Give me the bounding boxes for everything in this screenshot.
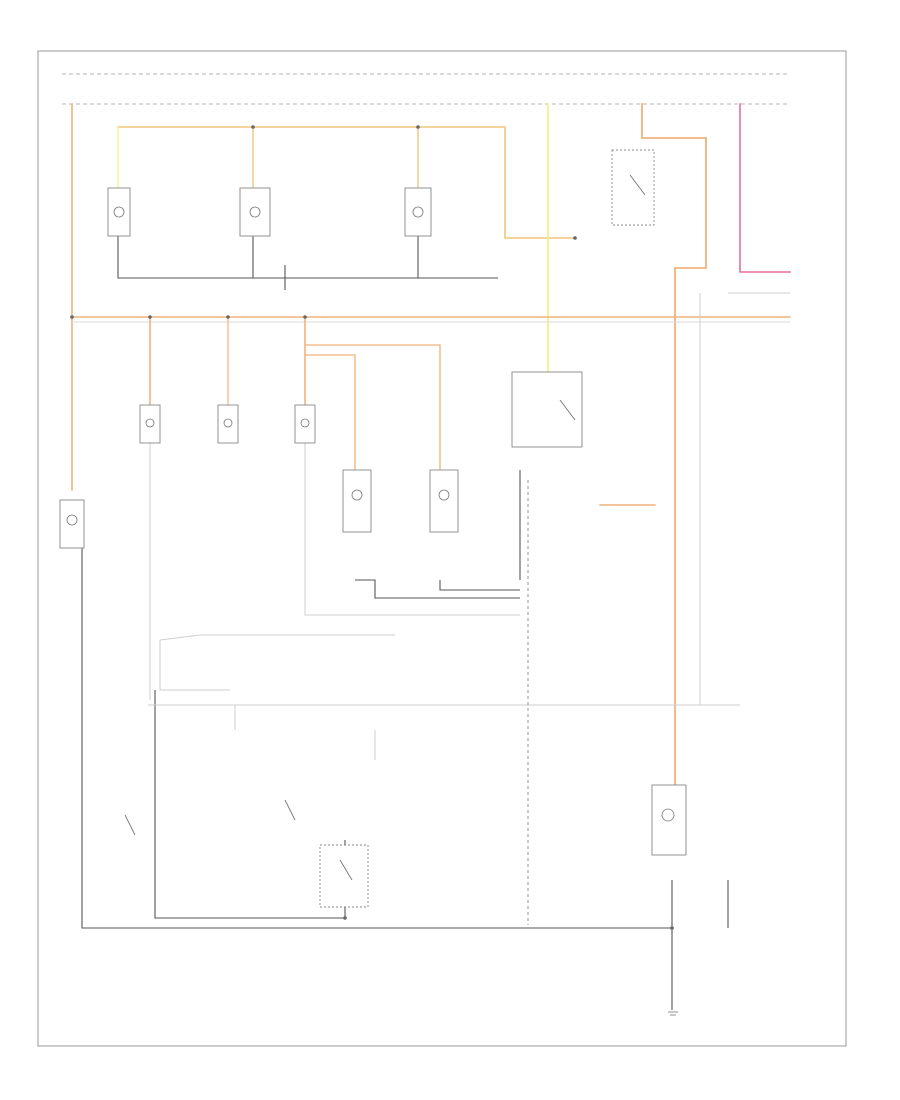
lamp-icon	[249, 206, 261, 218]
wire-drop-4	[304, 344, 441, 471]
lamp-mid-2	[217, 404, 239, 444]
lamp-lower-1	[342, 469, 372, 533]
wire-drop-5	[304, 354, 356, 471]
lamp-icon	[300, 418, 310, 428]
lamp-icon	[351, 489, 363, 501]
lamp-mid-3	[294, 404, 316, 444]
top-power-bus	[62, 73, 790, 105]
switch-upper-right	[611, 149, 655, 226]
control-module	[511, 371, 583, 448]
wire-shield-diagonal	[159, 634, 395, 641]
lamp-upper-left	[107, 187, 131, 237]
switch-bottom-1	[124, 814, 136, 836]
switch-icon	[284, 799, 296, 821]
lamp-icon	[66, 514, 78, 526]
switch-bottom-2	[284, 799, 296, 821]
lamp-upper-right	[404, 187, 432, 237]
lamp-mid-1	[139, 404, 161, 444]
ground-wires	[81, 210, 729, 1010]
light-wires	[148, 292, 790, 760]
lamp-left	[59, 499, 85, 549]
wire-pink	[739, 103, 791, 273]
connector-icon	[70, 125, 674, 930]
lamp-icon	[661, 808, 675, 822]
lamp-icon	[223, 418, 233, 428]
lamp-lower-2	[429, 469, 459, 533]
lamp-bottom-right	[651, 784, 687, 856]
diagram-frame	[37, 50, 847, 1047]
ground-icon	[668, 1011, 678, 1016]
lamp-icon	[412, 206, 424, 218]
lamp-icon	[145, 418, 155, 428]
lamp-icon	[113, 206, 125, 218]
lamp-icon	[438, 489, 450, 501]
switch-icon	[124, 814, 136, 836]
switch-icon	[559, 399, 576, 421]
switch-bottom-3	[319, 844, 369, 908]
switch-icon	[339, 859, 353, 881]
lamp-upper-mid	[239, 187, 271, 237]
wire-right-orange	[641, 103, 707, 791]
switch-icon	[629, 174, 646, 196]
wire-upper-yellow-orange-loop	[117, 126, 576, 239]
